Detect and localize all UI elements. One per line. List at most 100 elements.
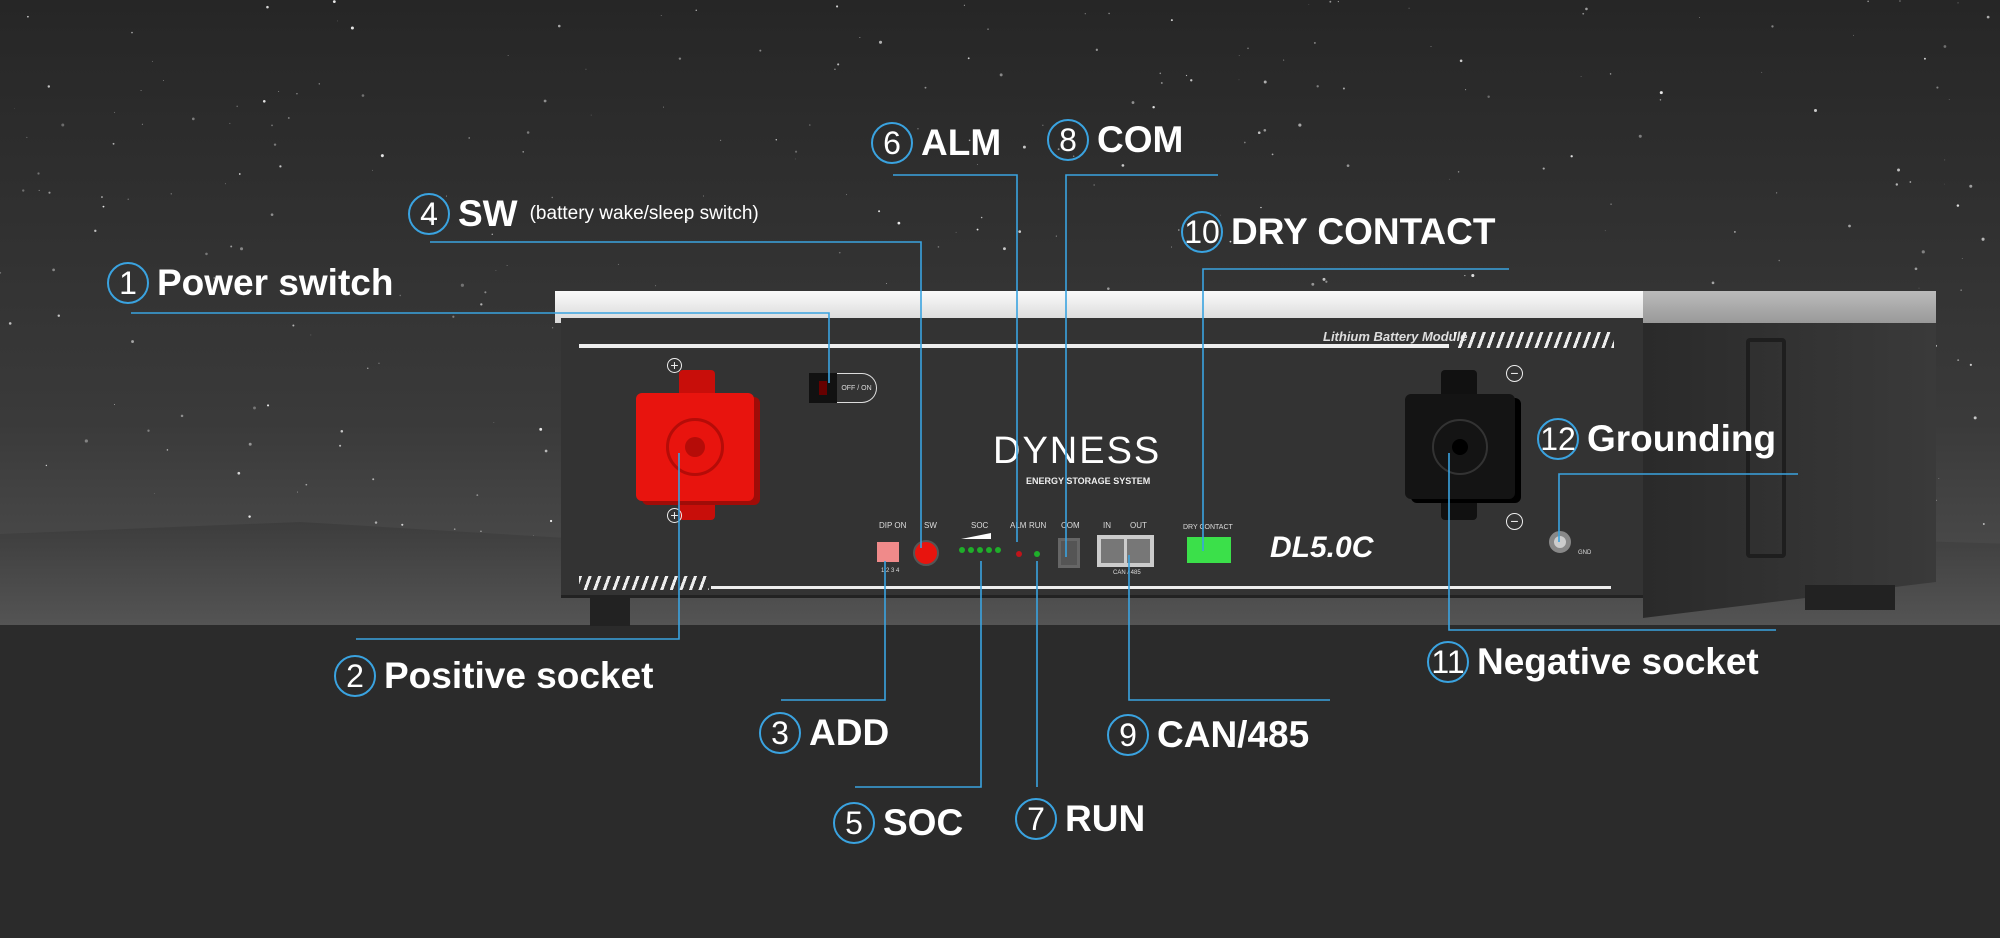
dip-numbers: 1 2 3 4 [881,568,900,574]
star [1699,17,1700,18]
star [372,169,374,171]
star [1580,76,1582,78]
star [1185,74,1188,77]
star [399,294,401,297]
soc-leds [959,547,1001,553]
star [1018,230,1022,233]
callout-number: 5 [833,802,875,844]
star [1430,46,1432,47]
star [491,233,493,235]
callout-label: Power switch [157,262,394,303]
com-port[interactable] [1058,538,1080,568]
plus-icon: + [667,508,682,523]
soc-led [986,547,992,553]
star [374,521,378,524]
star [759,49,762,52]
star [1948,99,1950,100]
callout-label: SOC [883,802,964,843]
star [917,128,919,130]
star [1914,267,1918,271]
star [339,444,342,447]
star [180,414,184,418]
in-label: IN [1103,521,1111,530]
star [495,270,497,271]
star [236,105,238,108]
star [834,68,836,70]
star [617,263,620,266]
star [686,219,689,222]
callout-number: 12 [1537,418,1579,460]
sw-button[interactable] [913,540,939,566]
star [1924,57,1926,60]
negative-socket[interactable] [1405,394,1515,499]
star [1170,19,1173,22]
star [1260,206,1262,209]
star [937,246,940,248]
star [1342,87,1345,90]
callout-number: 2 [334,655,376,697]
callout-label: RUN [1065,798,1146,839]
star [878,210,881,213]
star [468,137,470,139]
star [151,60,153,62]
star [445,195,447,197]
star [1609,73,1612,75]
star [1316,85,1319,88]
star [1003,247,1006,251]
star [1449,178,1451,180]
star [695,9,697,11]
star [1943,45,1947,48]
run-label: RUN [1029,521,1047,530]
star [846,194,848,196]
star [1981,237,1985,241]
star [1457,171,1460,173]
star [1610,203,1612,205]
top-stripe [579,344,1449,348]
ground-terminal[interactable] [1549,531,1571,553]
star [543,99,547,103]
star [1160,82,1163,84]
star [14,108,15,109]
star [361,94,365,97]
dry-contact-terminal[interactable] [1187,537,1231,563]
star [1298,123,1302,127]
star [1734,231,1736,233]
star [230,245,233,248]
star [380,154,384,158]
run-led [1034,551,1040,557]
can485-ports[interactable] [1097,535,1154,567]
star [1055,235,1057,237]
star [153,492,155,494]
star [660,15,662,16]
star [1152,105,1155,109]
star [52,268,55,272]
star [557,24,561,28]
star [8,322,12,325]
power-switch[interactable] [809,373,837,403]
star [0,271,2,274]
star [493,422,495,423]
leader-5 [855,561,982,788]
star [47,85,51,88]
star [101,196,103,198]
positive-socket[interactable] [636,393,754,501]
star [1303,217,1306,221]
star [1659,91,1663,95]
star [1408,7,1410,9]
star [1243,141,1246,144]
star [1986,15,1990,19]
star [1960,289,1962,291]
dip-switch[interactable] [877,542,899,562]
brand-logo: DYNESS [993,430,1162,472]
star [838,251,841,254]
star [45,464,48,467]
hatch-decoration [579,576,709,590]
alm-led [1016,551,1022,557]
star [1659,99,1662,101]
